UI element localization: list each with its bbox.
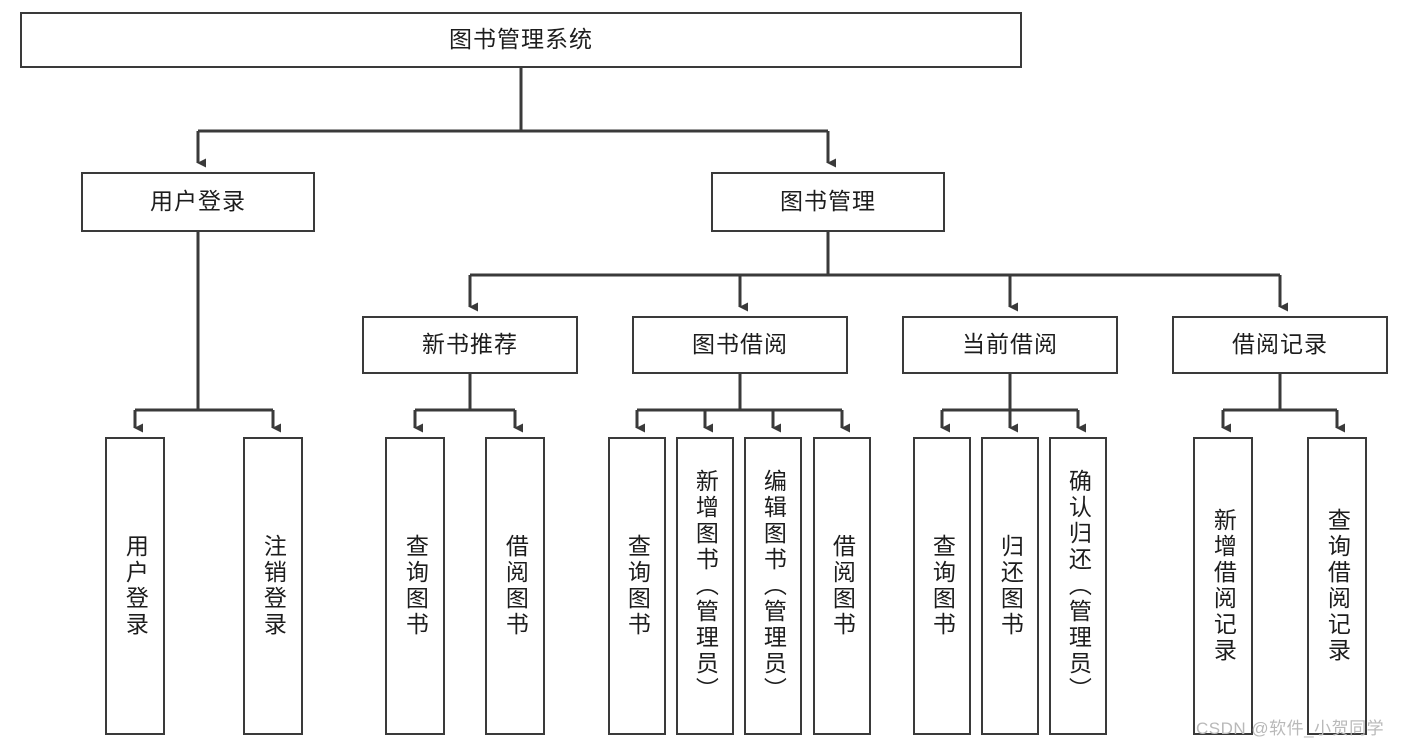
node-user-login[interactable]: 用户登录 — [81, 172, 315, 232]
leaf-query-book-3-label: 查询图书 — [929, 534, 956, 638]
leaf-query-book-3[interactable]: 查询图书 — [913, 437, 971, 735]
leaf-return-book-label: 归还图书 — [997, 534, 1024, 638]
leaf-user-logout-label: 注销登录 — [260, 534, 287, 638]
leaf-add-record[interactable]: 新增借阅记录 — [1193, 437, 1253, 735]
leaf-confirm-return[interactable]: 确认归还（管理员） — [1049, 437, 1107, 735]
csdn-watermark: CSDN @软件_小贺同学 — [1196, 719, 1385, 738]
leaf-query-book-2-label: 查询图书 — [624, 534, 651, 638]
node-borrow-record-label: 借阅记录 — [1232, 331, 1328, 358]
node-new-book-recommend[interactable]: 新书推荐 — [362, 316, 578, 374]
leaf-add-book-label: 新增图书（管理员） — [692, 469, 719, 703]
node-new-book-recommend-label: 新书推荐 — [422, 331, 518, 358]
leaf-edit-book[interactable]: 编辑图书（管理员） — [744, 437, 802, 735]
node-book-borrow[interactable]: 图书借阅 — [632, 316, 848, 374]
leaf-query-record-label: 查询借阅记录 — [1324, 508, 1351, 664]
node-current-borrow[interactable]: 当前借阅 — [902, 316, 1118, 374]
leaf-query-book-1[interactable]: 查询图书 — [385, 437, 445, 735]
leaf-user-logout[interactable]: 注销登录 — [243, 437, 303, 735]
node-book-manage[interactable]: 图书管理 — [711, 172, 945, 232]
leaf-borrow-book-1[interactable]: 借阅图书 — [485, 437, 545, 735]
node-borrow-record[interactable]: 借阅记录 — [1172, 316, 1388, 374]
leaf-add-record-label: 新增借阅记录 — [1210, 508, 1237, 664]
leaf-user-login-label: 用户登录 — [122, 534, 149, 638]
leaf-confirm-return-label: 确认归还（管理员） — [1065, 469, 1092, 703]
leaf-query-book-1-label: 查询图书 — [402, 534, 429, 638]
leaf-user-login[interactable]: 用户登录 — [105, 437, 165, 735]
leaf-borrow-book-2[interactable]: 借阅图书 — [813, 437, 871, 735]
leaf-return-book[interactable]: 归还图书 — [981, 437, 1039, 735]
leaf-query-record[interactable]: 查询借阅记录 — [1307, 437, 1367, 735]
leaf-query-book-2[interactable]: 查询图书 — [608, 437, 666, 735]
node-root-label: 图书管理系统 — [449, 26, 593, 53]
leaf-edit-book-label: 编辑图书（管理员） — [760, 469, 787, 703]
leaf-borrow-book-1-label: 借阅图书 — [502, 534, 529, 638]
node-book-borrow-label: 图书借阅 — [692, 331, 788, 358]
node-book-manage-label: 图书管理 — [780, 188, 876, 215]
leaf-borrow-book-2-label: 借阅图书 — [829, 534, 856, 638]
leaf-add-book[interactable]: 新增图书（管理员） — [676, 437, 734, 735]
node-current-borrow-label: 当前借阅 — [962, 331, 1058, 358]
node-root[interactable]: 图书管理系统 — [20, 12, 1022, 68]
node-user-login-label: 用户登录 — [150, 188, 246, 215]
